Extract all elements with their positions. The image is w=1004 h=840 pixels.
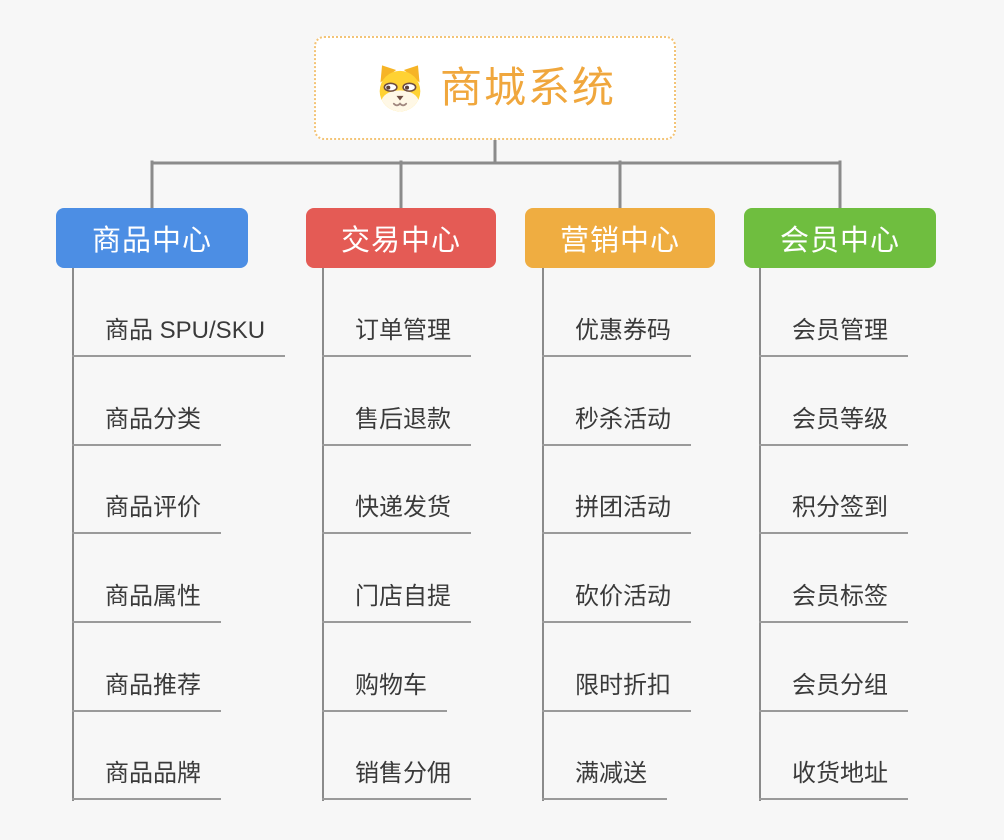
leaf-node[interactable]: 积分签到	[759, 494, 908, 534]
leaf-node[interactable]: 商品属性	[72, 583, 221, 623]
leaf-node[interactable]: 会员标签	[759, 583, 908, 623]
leaf-node[interactable]: 会员管理	[759, 317, 908, 357]
leaf-node[interactable]: 售后退款	[322, 406, 471, 446]
branch-trunk-line	[542, 268, 544, 801]
branch-trunk-line	[759, 268, 761, 801]
root-title: 商城系统	[439, 64, 616, 111]
leaf-node[interactable]: 快递发货	[322, 494, 471, 534]
leaf-node[interactable]: 收货地址	[759, 760, 908, 800]
branch-node-product-center[interactable]: 商品中心	[56, 208, 248, 268]
leaf-node[interactable]: 商品分类	[72, 406, 221, 446]
leaf-node[interactable]: 销售分佣	[322, 760, 471, 800]
leaf-node[interactable]: 门店自提	[322, 583, 471, 623]
branch-node-member-center[interactable]: 会员中心	[744, 208, 936, 268]
branch-trunk-line	[72, 268, 74, 801]
dog-face-icon	[379, 65, 421, 112]
root-node[interactable]: 商城系统	[314, 36, 676, 140]
leaf-node[interactable]: 拼团活动	[542, 494, 691, 534]
leaf-node[interactable]: 优惠券码	[542, 317, 691, 357]
leaf-node[interactable]: 商品 SPU/SKU	[72, 317, 286, 357]
branch-node-trade-center[interactable]: 交易中心	[306, 208, 496, 268]
leaf-node[interactable]: 商品品牌	[72, 760, 221, 800]
leaf-node[interactable]: 满减送	[542, 760, 667, 800]
branch-trunk-line	[322, 268, 324, 801]
leaf-node[interactable]: 购物车	[322, 672, 447, 712]
leaf-node[interactable]: 商品推荐	[72, 672, 221, 712]
leaf-node[interactable]: 订单管理	[322, 317, 471, 357]
leaf-node[interactable]: 秒杀活动	[542, 406, 691, 446]
branch-node-marketing-center[interactable]: 营销中心	[525, 208, 715, 268]
leaf-node[interactable]: 会员分组	[759, 672, 908, 712]
leaf-node[interactable]: 商品评价	[72, 494, 221, 534]
leaf-node[interactable]: 限时折扣	[542, 672, 691, 712]
leaf-node[interactable]: 会员等级	[759, 406, 908, 446]
leaf-node[interactable]: 砍价活动	[542, 583, 691, 623]
